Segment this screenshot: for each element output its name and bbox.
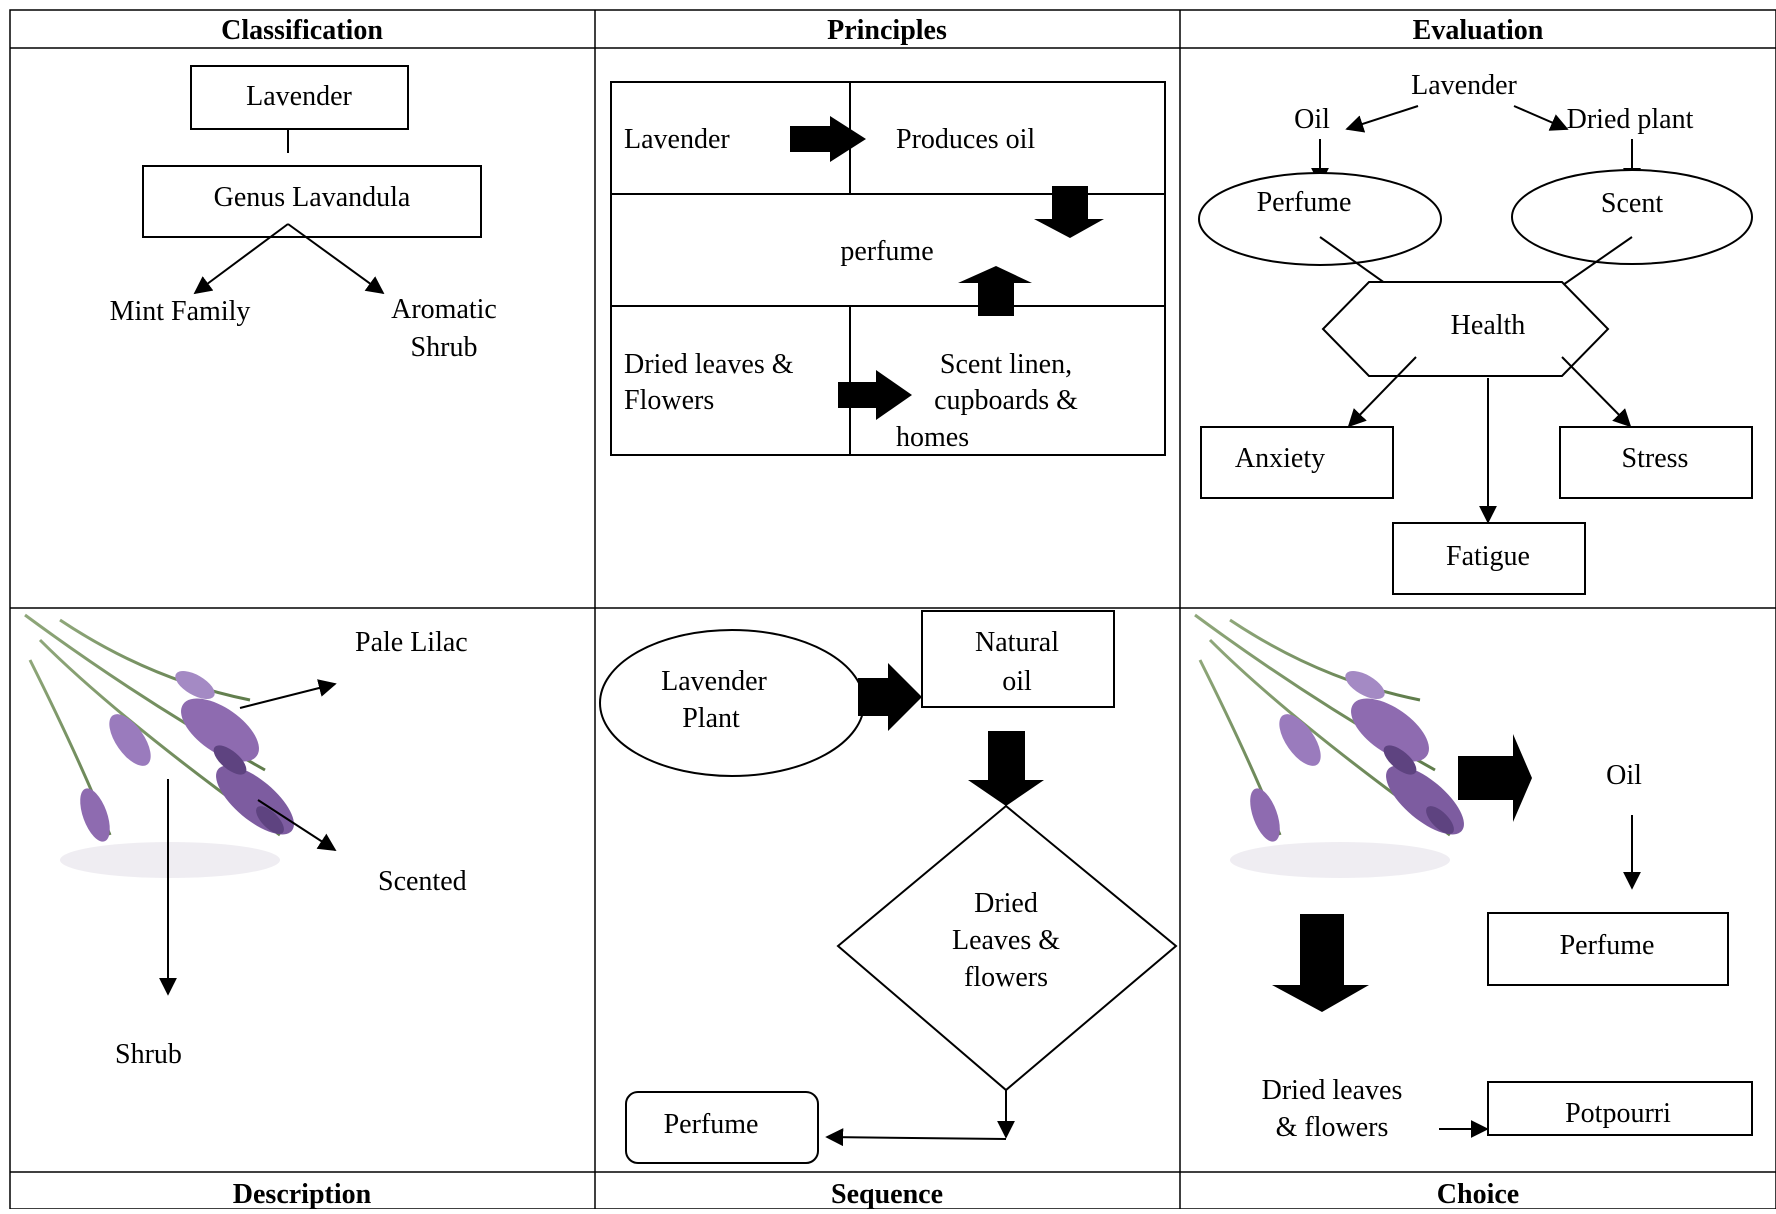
evaluation-anxiety: Anxiety (1235, 443, 1325, 474)
principles-perfume: perfume (840, 236, 933, 267)
principles-cupboards: cupboards & (934, 385, 1078, 416)
principles-produces-oil: Produces oil (896, 124, 1035, 155)
perfume-ellipse (1198, 172, 1442, 266)
evaluation-lavender: Lavender (1411, 70, 1517, 101)
evaluation-fatigue: Fatigue (1446, 541, 1530, 572)
arrow-to-oil (1345, 105, 1419, 133)
description-pale-lilac: Pale Lilac (355, 627, 468, 658)
header-description: Description (233, 1179, 372, 1209)
lavender-image-1 (24, 613, 294, 878)
arrow-to-dried (1513, 105, 1569, 131)
header-classification: Classification (221, 15, 383, 46)
scent-ellipse (1511, 169, 1753, 265)
lavender-image-2 (1194, 613, 1464, 878)
sequence-panel: Lavender Plant Natural oil Dried Leaves … (599, 610, 1178, 1164)
arrow-up-1 (958, 266, 1032, 316)
arrow-right-1 (790, 116, 866, 162)
fatigue-box (1392, 522, 1586, 595)
principles-lavender: Lavender (624, 124, 730, 155)
evaluation-perfume: Perfume (1257, 187, 1352, 218)
principles-homes: homes (896, 422, 969, 453)
lavender-box (190, 65, 409, 130)
principles-scent-linen: Scent linen, (940, 349, 1072, 380)
arrow-to-shrub (287, 223, 385, 295)
stress-box (1559, 426, 1753, 499)
arrow-to-mint (193, 223, 289, 295)
choice-dried-leaves: Dried leaves (1262, 1075, 1403, 1106)
header-choice: Choice (1437, 1179, 1519, 1209)
sequence-lavender: Lavender (661, 666, 767, 697)
header-evaluation: Evaluation (1413, 15, 1544, 46)
classification-genus: Genus Lavandula (214, 182, 411, 213)
sequence-dried: Dried (974, 888, 1038, 919)
evaluation-panel: Lavender Oil Dried plant Perfume Scent H… (1198, 70, 1753, 595)
arrow-down-choice (1272, 914, 1369, 1012)
genus-box (142, 165, 482, 238)
sequence-perfume: Perfume (664, 1109, 759, 1140)
classification-root: Lavender (246, 81, 352, 112)
choice-potpourri: Potpourri (1565, 1098, 1671, 1129)
sequence-natural: Natural (975, 627, 1059, 658)
evaluation-health: Health (1451, 310, 1526, 341)
sequence-flowers: flowers (964, 962, 1048, 993)
anxiety-box (1200, 426, 1394, 499)
arrow-down-1 (1034, 186, 1104, 238)
choice-perfume: Perfume (1560, 930, 1655, 961)
arrow-right-seq (858, 663, 922, 731)
health-hexagon (1321, 281, 1610, 377)
arrow-right-2 (838, 370, 912, 420)
header-principles: Principles (827, 15, 947, 46)
arrow-to-pale-lilac (239, 679, 337, 709)
perfume-rounded-box (625, 1091, 819, 1164)
arrow-down-seq (968, 731, 1044, 806)
classification-panel: Lavender Genus Lavandula Mint Family Aro… (110, 65, 497, 363)
evaluation-scent: Scent (1601, 188, 1663, 219)
description-shrub: Shrub (115, 1039, 182, 1070)
classification-shrub: Shrub (411, 332, 478, 363)
choice-perfume-box (1487, 912, 1729, 986)
choice-oil: Oil (1606, 760, 1642, 791)
sequence-plant: Plant (682, 703, 740, 734)
evaluation-oil: Oil (1294, 104, 1330, 135)
arrow-right-choice (1458, 734, 1532, 822)
classification-aromatic: Aromatic (391, 294, 497, 325)
description-scented: Scented (378, 866, 467, 897)
natural-oil-box (921, 610, 1115, 708)
classification-mint-family: Mint Family (110, 296, 251, 327)
arrow-to-scented (257, 799, 337, 851)
choice-panel: Oil Perfume Dried leaves & flowers Potpo… (1194, 613, 1753, 1143)
potpourri-box (1487, 1081, 1753, 1136)
principles-panel: Lavender Produces oil perfume Dried leav… (610, 81, 1166, 456)
sequence-leaves: Leaves & (952, 925, 1060, 956)
description-panel: Pale Lilac Scented Shrub (24, 613, 468, 1070)
sequence-oil: oil (1002, 666, 1032, 697)
evaluation-dried-plant: Dried plant (1567, 104, 1694, 135)
choice-and-flowers: & flowers (1276, 1112, 1389, 1143)
principles-dried-leaves: Dried leaves & (624, 349, 794, 380)
principles-flowers: Flowers (624, 385, 714, 416)
header-sequence: Sequence (831, 1179, 943, 1209)
evaluation-stress: Stress (1622, 443, 1689, 474)
